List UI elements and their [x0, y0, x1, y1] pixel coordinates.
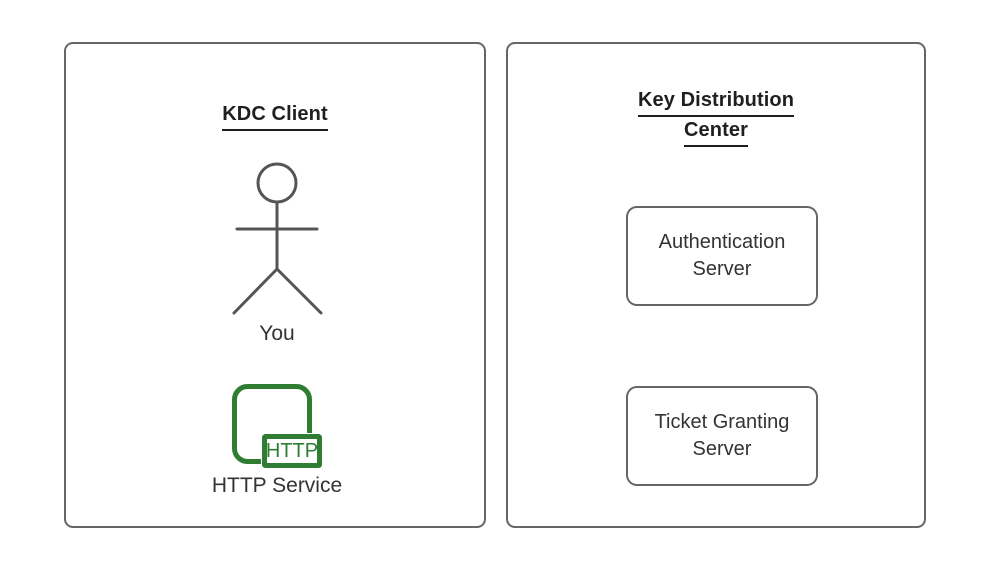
node-authentication-server[interactable]: Authentication Server	[626, 206, 818, 306]
key-distribution-center-panel[interactable]: Key Distribution Center Authentication S…	[506, 42, 926, 528]
actor-you[interactable]: You	[217, 161, 337, 346]
kdc-title-line-1: Key Distribution	[637, 87, 795, 117]
http-badge-text: HTTP	[266, 440, 318, 462]
key-distribution-center-title: Key Distribution Center	[508, 87, 924, 147]
ticket-granting-server-label-line-1: Ticket Granting	[654, 411, 790, 433]
kdc-title-line-2: Center	[684, 117, 748, 147]
http-service-icon: HTTP	[231, 383, 323, 473]
authentication-server-label-line-1: Authentication	[658, 231, 786, 253]
kdc-client-title-line-1: KDC Client	[222, 101, 328, 131]
kdc-client-title: KDC Client	[66, 101, 484, 131]
http-service-label: HTTP Service	[211, 474, 343, 497]
authentication-server-label-line-2: Server	[692, 258, 752, 280]
node-http-service[interactable]: HTTP HTTP Service	[172, 383, 382, 497]
actor-you-label: You	[259, 322, 295, 345]
ticket-granting-server-label-line-2: Server	[692, 438, 752, 460]
node-ticket-granting-server[interactable]: Ticket Granting Server	[626, 386, 818, 486]
stick-figure-icon	[232, 162, 323, 315]
kdc-client-panel[interactable]: KDC Client You	[64, 42, 486, 528]
